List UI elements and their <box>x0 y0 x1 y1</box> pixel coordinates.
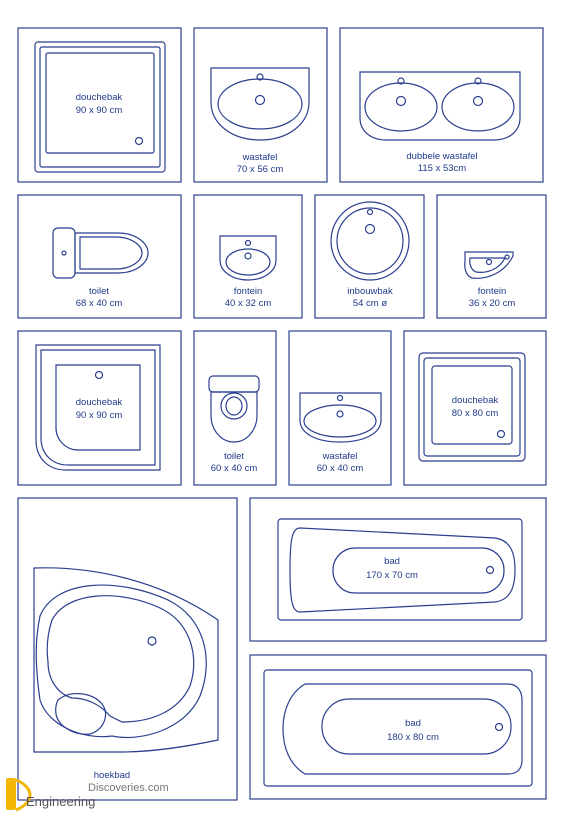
panel-douchebak-90-2: douchebak 90 x 90 cm <box>17 330 182 486</box>
panel-douchebak-90-1: douchebak 90 x 90 cm <box>17 27 182 183</box>
panel-bad-180: bad 180 x 80 cm <box>249 654 547 800</box>
panel-dubbele-wastafel: dubbele wastafel 115 x 53cm <box>339 27 544 183</box>
panel-hoekbad: hoekbad <box>17 497 238 801</box>
watermark-line1: Discoveries.com <box>88 782 169 794</box>
panel-toilet-60: toilet 60 x 40 cm <box>193 330 277 486</box>
panel-wastafel-70: wastafel 70 x 56 cm <box>193 27 328 183</box>
panel-fontein-40: fontein 40 x 32 cm <box>193 194 303 319</box>
wastafel-2-name: wastafel <box>322 451 358 462</box>
douchebak-2-size: 90 x 90 cm <box>76 410 123 421</box>
bad-1-size: 170 x 70 cm <box>366 570 418 581</box>
dubbele-wastafel-size: 115 x 53cm <box>418 163 466 174</box>
toilet-2-name: toilet <box>224 451 244 462</box>
douchebak-1-size: 90 x 90 cm <box>76 105 123 116</box>
bad-2-name: bad <box>405 718 421 729</box>
panel-toilet-68: toilet 68 x 40 cm <box>17 194 182 319</box>
douchebak-2-name: douchebak <box>76 397 123 408</box>
hoekbad-name: hoekbad <box>94 770 130 781</box>
wastafel-1-size: 70 x 56 cm <box>237 164 284 175</box>
watermark-line2: Engineering <box>26 794 95 809</box>
bad-2-size: 180 x 80 cm <box>387 732 439 743</box>
panel-fontein-36: fontein 36 x 20 cm <box>436 194 547 319</box>
engineering-discoveries-logo: Discoveries.com Engineering <box>6 778 169 812</box>
toilet-1-size: 68 x 40 cm <box>76 298 123 309</box>
wastafel-1-name: wastafel <box>242 152 278 163</box>
logo-mark-icon <box>6 778 16 810</box>
panel-inbouwbak: inbouwbak 54 cm ø <box>314 194 425 319</box>
douchebak-3-size: 80 x 80 cm <box>452 408 499 419</box>
panel-douchebak-80: douchebak 80 x 80 cm <box>403 330 547 486</box>
dubbele-wastafel-name: dubbele wastafel <box>406 151 477 162</box>
fontein-2-size: 36 x 20 cm <box>469 298 516 309</box>
panel-wastafel-60: wastafel 60 x 40 cm <box>288 330 392 486</box>
inbouwbak-name: inbouwbak <box>347 286 393 297</box>
bad-1-name: bad <box>384 556 400 567</box>
fontein-2-name: fontein <box>478 286 507 297</box>
wastafel-2-size: 60 x 40 cm <box>317 463 364 474</box>
panel-bad-170: bad 170 x 70 cm <box>249 497 547 642</box>
inbouwbak-size: 54 cm ø <box>353 298 388 309</box>
douchebak-1-name: douchebak <box>76 92 123 103</box>
douchebak-3-name: douchebak <box>452 395 499 406</box>
fontein-1-name: fontein <box>234 286 263 297</box>
fontein-1-size: 40 x 32 cm <box>225 298 272 309</box>
toilet-2-size: 60 x 40 cm <box>211 463 258 474</box>
toilet-1-name: toilet <box>89 286 109 297</box>
